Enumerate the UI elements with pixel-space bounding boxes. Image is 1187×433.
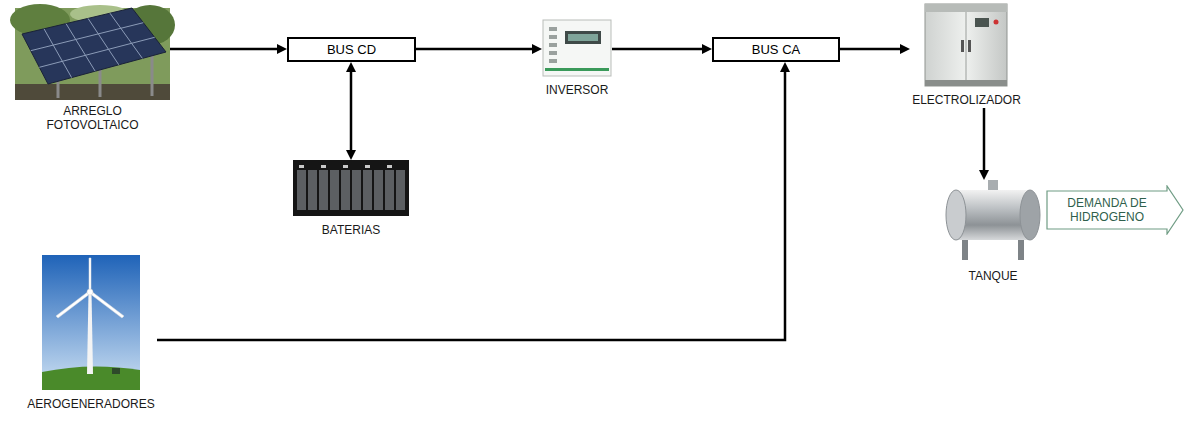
pv-array-node: ARREGLO FOTOVOLTAICO bbox=[15, 8, 170, 133]
picture-label: ARREGLO FOTOVOLTAICO bbox=[37, 104, 149, 132]
arrow-head bbox=[979, 170, 989, 180]
picture-label: AEROGENERADORES bbox=[27, 397, 154, 411]
connector bbox=[157, 62, 790, 340]
arrow-head bbox=[532, 44, 542, 54]
picture-label: BATERIAS bbox=[322, 223, 380, 237]
bus-box: BUS CA bbox=[712, 37, 840, 62]
pv-array-picture bbox=[10, 4, 175, 100]
connector bbox=[170, 44, 287, 54]
inverter-node: INVERSOR bbox=[542, 20, 612, 98]
bus-label: BUS CD bbox=[327, 42, 376, 57]
inverter-picture bbox=[543, 20, 611, 76]
picture-label: TANQUE bbox=[968, 269, 1017, 283]
arrow-head bbox=[702, 44, 712, 54]
arrow-head bbox=[346, 62, 356, 72]
arrow-head bbox=[346, 150, 356, 160]
connector-line bbox=[416, 48, 533, 51]
connector-line bbox=[350, 71, 353, 151]
battery-node: BATERIAS bbox=[293, 160, 409, 238]
electrolyzer-picture bbox=[925, 4, 1007, 86]
tank-picture bbox=[946, 180, 1040, 260]
connector bbox=[612, 44, 712, 54]
battery-bank-picture bbox=[293, 160, 409, 216]
wind-turbine-picture bbox=[42, 255, 140, 390]
tank-node: TANQUE bbox=[945, 180, 1041, 284]
demand-arrow: DEMANDA DE HIDROGENO bbox=[1046, 185, 1184, 235]
picture-label: ELECTROLIZADOR bbox=[912, 93, 1021, 107]
wind-turbine-node: AEROGENERADORES bbox=[25, 255, 157, 412]
block-arrow-shape bbox=[1047, 186, 1183, 234]
connector-line bbox=[157, 71, 785, 340]
demand-label: DEMANDA DE HIDROGENO bbox=[1055, 196, 1159, 224]
electrolyzer-node: ELECTROLIZADOR bbox=[910, 4, 1023, 108]
connector-line bbox=[170, 48, 278, 51]
connector-line bbox=[840, 48, 901, 51]
connector-line bbox=[983, 108, 986, 171]
arrow-head bbox=[900, 44, 910, 54]
connector bbox=[346, 62, 356, 160]
picture-label: INVERSOR bbox=[546, 83, 609, 97]
connector bbox=[979, 108, 989, 180]
connector bbox=[416, 44, 542, 54]
connector bbox=[840, 44, 910, 54]
bus-box: BUS CD bbox=[287, 37, 416, 62]
arrow-head bbox=[780, 62, 790, 72]
arrow-head bbox=[277, 44, 287, 54]
connector-line bbox=[612, 48, 703, 51]
bus-label: BUS CA bbox=[752, 42, 800, 57]
